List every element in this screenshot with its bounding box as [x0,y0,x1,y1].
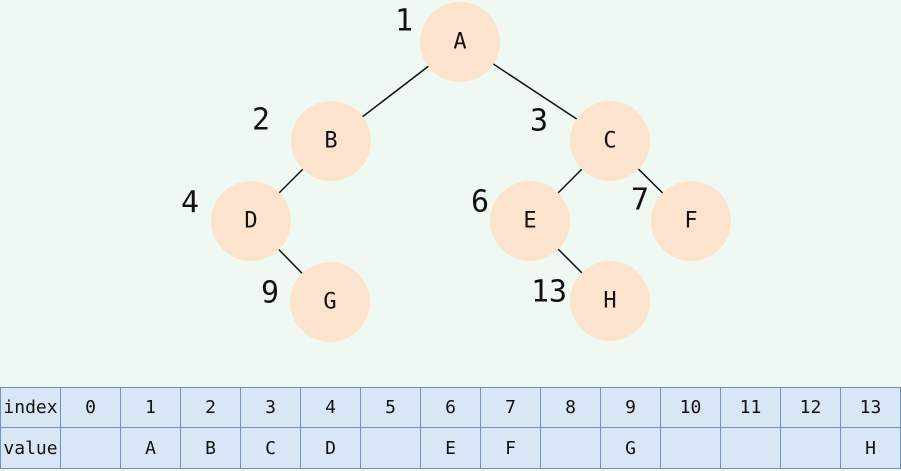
index-cell-2: 2 [180,387,241,428]
index-cell-0: 0 [60,387,121,428]
tree-node-circle-E [490,181,570,261]
value-cell-6: E [420,427,481,469]
value-cell-2: B [180,427,241,469]
tree-canvas: A 1B 2C 3D 4E 6F 7G 9 H 13 [181,2,731,342]
value-cell-3: C [240,427,301,469]
value-cell-0 [60,427,121,469]
value-cell-11 [720,427,781,469]
index-cell-11: 11 [720,387,781,428]
value-cell-7: F [480,427,541,469]
tree-node-label-F: F [684,209,697,234]
tree-node-label-G: G [323,290,336,315]
index-cell-4: 4 [300,387,361,428]
index-cell-10: 10 [660,387,721,428]
index-cell-9: 9 [600,387,661,428]
tree-node-index-number-F: 7 [631,183,649,218]
row-header-value: value [0,427,61,469]
tree-node-circle-G [290,262,370,342]
index-cell-7: 7 [480,387,541,428]
tree-node-index-number-A: 1 [395,4,413,39]
tree-node-label-B: B [324,129,337,154]
index-cell-12: 12 [780,387,841,428]
value-cell-10 [660,427,721,469]
value-cell-4: D [300,427,361,469]
index-cell-3: 3 [240,387,301,428]
tree-node-index-number-D: 4 [181,186,199,221]
tree-node-label-E: E [523,209,536,234]
index-cell-1: 1 [120,387,181,428]
tree-node-circle-D [211,181,291,261]
tree-node-circle-H [570,261,650,341]
index-cell-8: 8 [540,387,601,428]
index-cell-6: 6 [420,387,481,428]
value-cell-5 [360,427,421,469]
index-cell-13: 13 [840,387,901,428]
value-cell-1: A [120,427,181,469]
tree-node-index-number-C: 3 [530,104,548,139]
tree-node-index-number-B: 2 [252,103,270,138]
tree-node-label-C: C [603,129,616,154]
value-cell-9: G [600,427,661,469]
tree-node-label-D: D [244,209,257,234]
tree-node-index-number-E: 6 [471,185,489,220]
tree-node-index-number-H: 13 [531,275,567,310]
tree-node-index-number-G: 9 [261,276,279,311]
value-cell-13: H [840,427,901,469]
tree-node-label-A: A [453,30,466,55]
tree-node-circle-A [420,2,500,82]
value-cell-8 [540,427,601,469]
tree-node-label-H: H [603,289,616,314]
tree-node-circle-F [651,181,731,261]
index-cell-5: 5 [360,387,421,428]
value-cell-12 [780,427,841,469]
tree-node-circle-C [570,101,650,181]
tree-node-circle-B [291,101,371,181]
row-header-index: index [0,387,61,428]
